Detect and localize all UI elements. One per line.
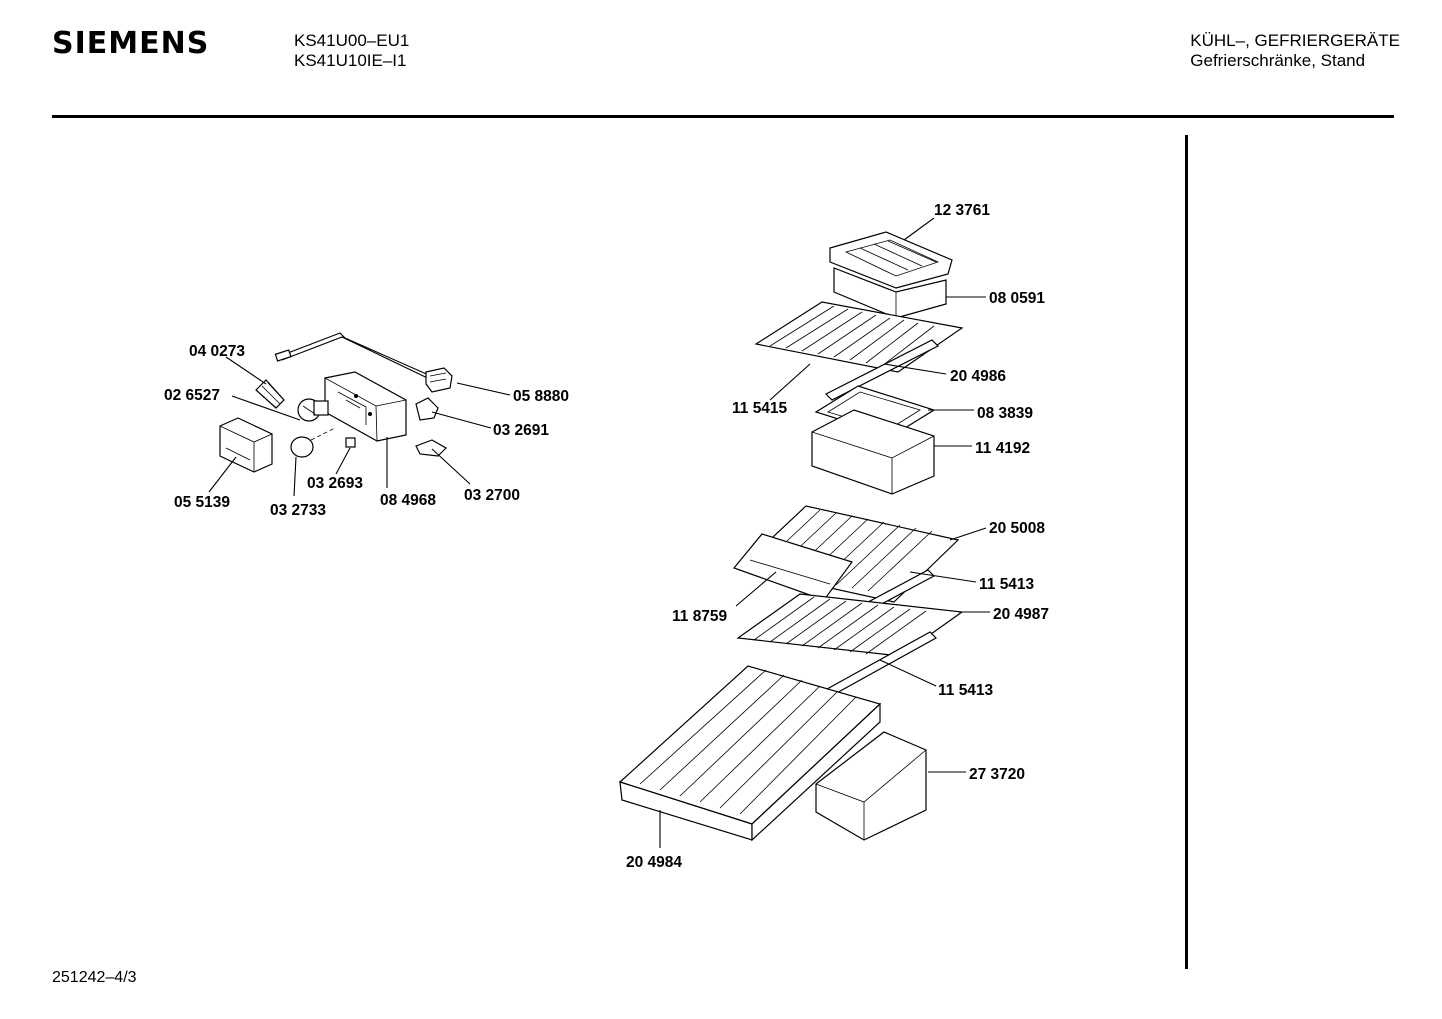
part-label: 05 8880	[513, 388, 569, 405]
thermostat	[297, 398, 329, 422]
ice-tray-frame	[833, 267, 947, 319]
part-label: 11 5413	[938, 682, 994, 699]
side-divider	[1185, 135, 1188, 969]
shelf-front-bar	[824, 339, 940, 401]
part-label: 02 6527	[164, 387, 220, 404]
header-divider	[52, 115, 1394, 118]
part-label: 11 4192	[975, 440, 1030, 457]
flap-plate	[732, 533, 853, 601]
part-label: 04 0273	[189, 343, 245, 360]
part-label: 11 5415	[732, 400, 788, 417]
knob-cap	[255, 379, 285, 409]
part-label: 05 5139	[174, 494, 230, 511]
brand-logo: SIEMENS	[52, 26, 210, 61]
part-label: 12 3761	[934, 202, 990, 219]
part-label: 08 0591	[989, 290, 1045, 307]
part-label: 20 4987	[993, 606, 1049, 623]
category-line: Gefrierschränke, Stand	[1190, 51, 1366, 70]
control-housing	[324, 371, 407, 442]
model-number: KS41U10IE–I1	[294, 51, 407, 70]
bottom-grill-tray	[618, 665, 882, 842]
part-number-labels: 04 0273 02 6527 05 5139 03 2733 03 2693 …	[164, 202, 1049, 871]
part-label: 03 2733	[270, 502, 326, 519]
part-label: 08 3839	[977, 405, 1033, 422]
document-number: 251242–4/3	[52, 969, 137, 986]
connector-block	[425, 367, 453, 393]
model-list: KS41U00–EU1 KS41U10IE–I1	[294, 31, 409, 71]
storage-bin	[815, 731, 927, 841]
model-number: KS41U00–EU1	[294, 31, 410, 50]
part-label: 20 5008	[989, 520, 1045, 537]
leader-lines-right	[659, 217, 990, 848]
part-label: 20 4984	[626, 854, 682, 871]
part-label: 03 2691	[493, 422, 549, 439]
small-clip	[345, 437, 356, 448]
category-title: KÜHL–, GEFRIERGERÄTE Gefrierschränke, St…	[1190, 31, 1400, 71]
cover-bracket	[219, 417, 273, 473]
part-label: 27 3720	[969, 766, 1025, 783]
part-label: 11 5413	[979, 576, 1035, 593]
part-label: 08 4968	[380, 492, 436, 509]
category-line: KÜHL–, GEFRIERGERÄTE	[1190, 31, 1400, 50]
freezer-drawer-top	[811, 409, 935, 495]
ice-cube-tray	[829, 231, 953, 289]
leader-lines-left	[208, 356, 511, 497]
part-label: 11 8759	[672, 608, 728, 625]
wire-shelf-lower	[736, 593, 964, 657]
part-label: 03 2700	[464, 487, 520, 504]
knob	[290, 427, 336, 458]
lamp-holder	[415, 439, 447, 457]
thermostat-capillary	[274, 332, 441, 385]
wire-shelf-top	[754, 301, 964, 373]
part-label: 03 2693	[307, 475, 363, 492]
part-label: 20 4986	[950, 368, 1006, 385]
switch-small	[415, 397, 439, 421]
